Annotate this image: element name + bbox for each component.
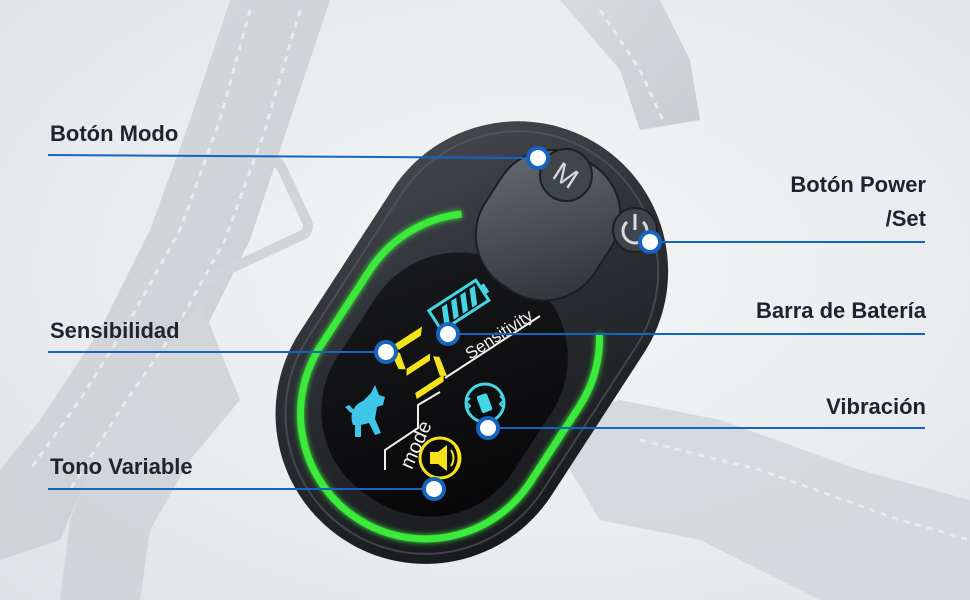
mode-button[interactable]: M [539, 148, 593, 202]
label-boton-modo: Botón Modo [50, 121, 179, 146]
label-tono-variable: Tono Variable [50, 454, 193, 479]
label-boton-power-line2: /Set [885, 206, 926, 231]
label-barra-bateria: Barra de Batería [756, 298, 926, 323]
power-icon [621, 214, 649, 245]
sensitivity-digit [390, 326, 447, 400]
callout-lines [47, 154, 925, 490]
device-body [275, 121, 669, 564]
screen-mode-bracket [384, 391, 441, 470]
battery-icon [426, 278, 491, 333]
label-vibracion: Vibración [826, 394, 926, 419]
tone-icon [418, 436, 462, 480]
screen-divider [444, 315, 541, 379]
dog-icon [345, 385, 385, 437]
callout-dots [374, 146, 662, 501]
label-boton-power-line1: Botón Power [790, 172, 926, 197]
label-sensibilidad: Sensibilidad [50, 318, 180, 343]
